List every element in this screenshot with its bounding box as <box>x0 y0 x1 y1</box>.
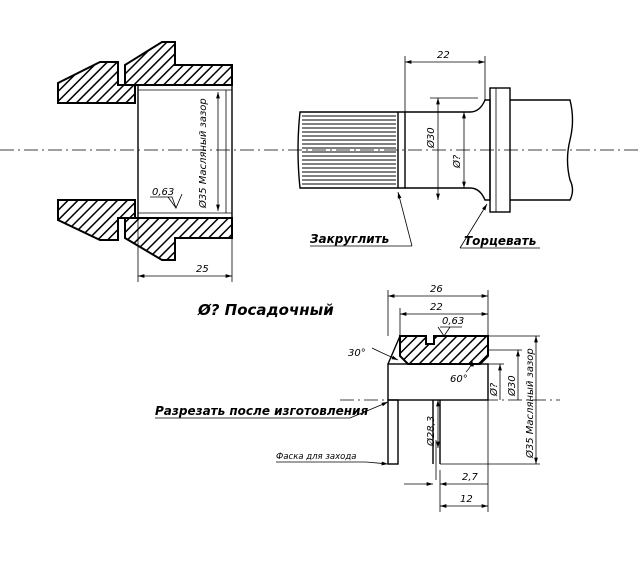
label-face: Торцевать <box>464 234 536 248</box>
bushing-upper-section <box>57 61 136 104</box>
bushing-lower-flange <box>124 217 233 261</box>
ring-12-dim: 12 <box>460 494 473 505</box>
ring-dq-dim: Ø? <box>488 382 500 397</box>
shaft-dq-dim: Ø? <box>451 154 463 169</box>
bushing-upper-flange <box>124 41 233 86</box>
ring-27-dim: 2,7 <box>462 472 479 483</box>
ring-len22-dim: 22 <box>430 302 443 313</box>
ring-view: 26 22 0,63 30° 60° Ø? Ø30 Ø35 Масляный з… <box>155 284 560 512</box>
bushing-oil-gap-dim: Ø35 Масляный зазор <box>197 98 209 209</box>
ring-section <box>399 335 489 365</box>
bushing-view: 25 Ø35 Масляный зазор 0,63 <box>0 41 640 282</box>
spline-teeth <box>302 115 396 185</box>
label-cut: Разрезать после изготовления <box>155 404 368 418</box>
bushing-length-dim: 25 <box>196 264 209 275</box>
shaft-spline <box>297 111 406 189</box>
ring-len26-dim: 26 <box>430 284 443 295</box>
ring-angle30: 30° <box>348 348 366 359</box>
bushing-lower-section <box>57 199 136 241</box>
shaft-view: 22 Ø30 Ø? Закруглить Торцевать <box>297 50 574 249</box>
ring-d30-dim: Ø30 <box>506 375 518 397</box>
shaft-length-dim: 22 <box>437 50 450 61</box>
ring-angle60: 60° <box>450 374 468 385</box>
ring-d283-dim: Ø28,3 <box>425 416 437 447</box>
ring-oil-gap-dim: Ø35 Масляный зазор <box>524 348 536 459</box>
ring-roughness: 0,63 <box>442 316 464 327</box>
fit-title: Ø? Посадочный <box>197 301 334 319</box>
bushing-roughness: 0,63 <box>152 187 174 198</box>
label-round: Закруглить <box>310 232 389 246</box>
label-chamfer: Фаска для захода <box>276 452 356 462</box>
shaft-collar <box>489 87 511 213</box>
shaft-d30-dim: Ø30 <box>425 127 437 149</box>
